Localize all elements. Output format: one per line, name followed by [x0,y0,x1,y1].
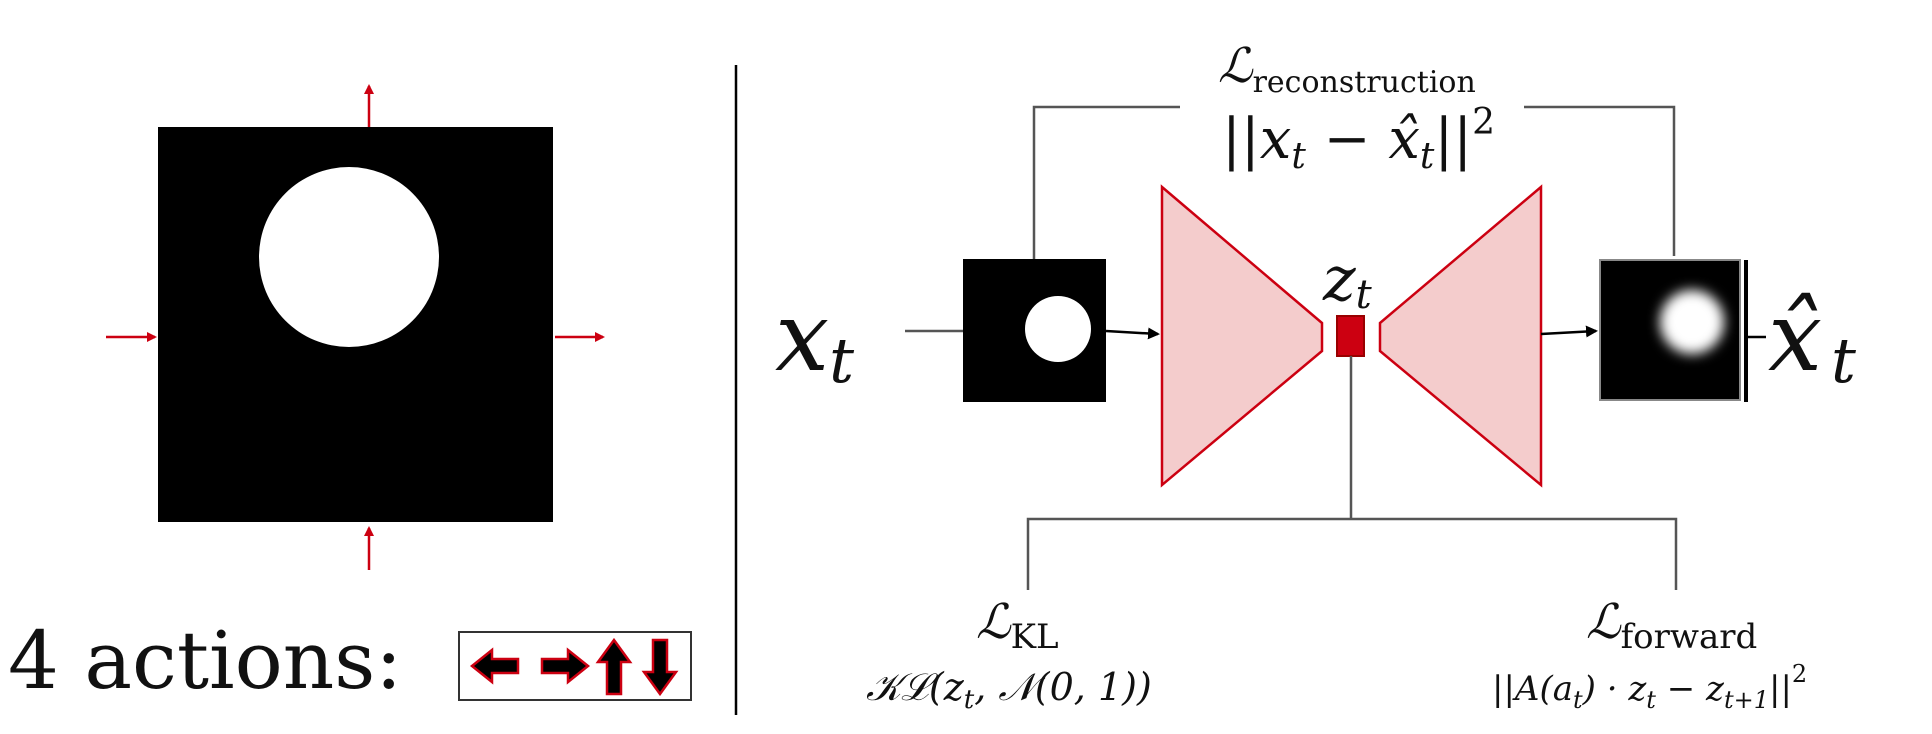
forward-loss: ℒforward ||A(at) · zt − zt+1||2 [1492,594,1807,714]
right-arrow-icon [540,647,591,685]
svg-text:||A(at) · zt − zt+1||2: ||A(at) · zt − zt+1||2 [1492,660,1807,714]
latent-symbol: zt [1322,242,1373,318]
encoder-block [1160,184,1324,488]
input-symbol: xt [775,281,854,397]
encoder-input-arrow [1105,327,1160,340]
latent-loss-connector [1026,356,1678,590]
input-image [963,259,1106,402]
svg-text:ℒreconstruction: ℒreconstruction [1218,38,1476,100]
environment-frame [158,127,553,522]
latent-vector [1336,315,1365,357]
decoder-output-arrow [1540,325,1598,338]
svg-text:ℒforward: ℒforward [1586,594,1757,657]
svg-text:ℒKL: ℒKL [976,594,1059,657]
reconstructed-image [1599,259,1741,401]
direction-arrows [106,84,605,570]
reconstruction-loss: ℒreconstruction ||xt − x̂t||2 [1218,38,1495,177]
decoder-block [1378,184,1543,488]
svg-text:||xt − x̂t||2: ||xt − x̂t||2 [1222,102,1495,177]
svg-text:x̂: x̂ [1768,281,1822,393]
svg-text:t: t [1831,324,1856,397]
up-arrow-icon [595,637,633,696]
reconstruction-loss-connector [1032,105,1676,259]
action-legend [458,631,692,701]
kl-loss: ℒKL 𝒦ℒ(zt, 𝒩(0, 1)) [866,594,1152,715]
actions-label: 4 actions: [8,614,402,707]
left-arrow-icon [469,647,520,685]
svg-text:𝒦ℒ(zt, 𝒩(0, 1)): 𝒦ℒ(zt, 𝒩(0, 1)) [866,665,1152,715]
output-symbol: x̂ t [1768,281,1856,397]
ball-observation [259,167,439,347]
down-arrow-icon [641,638,679,697]
